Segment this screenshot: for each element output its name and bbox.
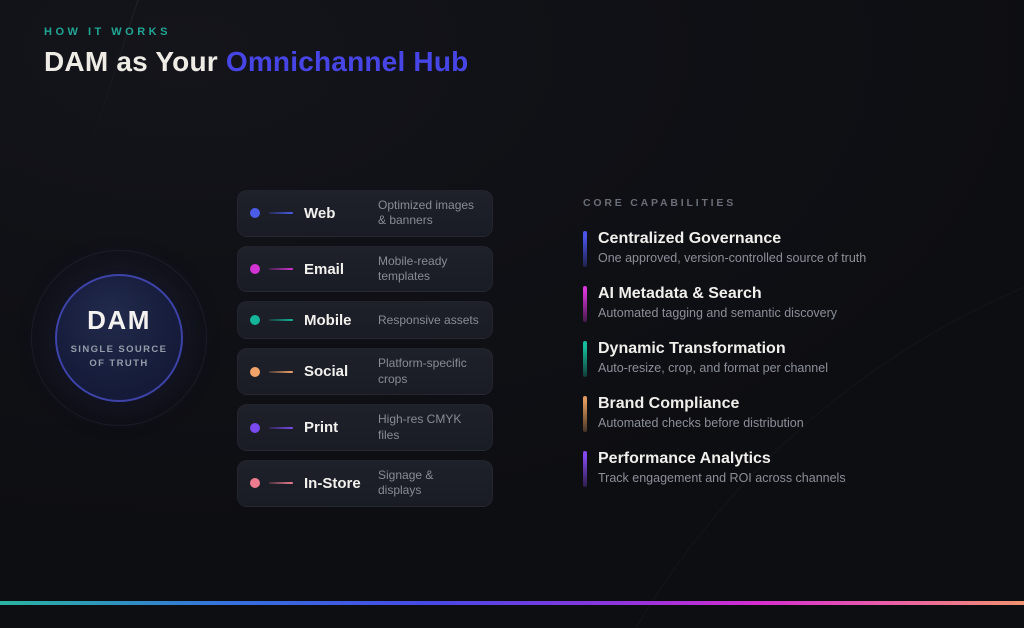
channel-pulse-line (269, 482, 293, 485)
hub-label: DAM (87, 304, 151, 335)
channel-pulse-line (269, 212, 293, 215)
capability-description: Automated checks before distribution (598, 416, 804, 431)
hub-circle: DAM SINGLE SOURCE OF TRUTH (55, 274, 183, 402)
capability-item: Centralized Governance One approved, ver… (583, 229, 903, 267)
channel-list: Web Optimized images & banners Email Mob… (237, 190, 493, 507)
capability-description: Automated tagging and semantic discovery (598, 306, 838, 321)
bottom-gradient-rule (0, 601, 1024, 605)
capability-title: Centralized Governance (598, 230, 782, 247)
channel-description: Optimized images & banners (378, 198, 475, 228)
channel-card: Social Platform-specific crops (237, 348, 493, 396)
channel-description: Platform-specific crops (378, 356, 467, 386)
capability-title: Brand Compliance (598, 395, 740, 412)
channel-pulse-line (269, 319, 293, 322)
capability-item: AI Metadata & Search Automated tagging a… (583, 284, 903, 322)
capability-accent-bar (583, 341, 587, 377)
channel-dot (250, 478, 260, 489)
capability-accent-bar (583, 451, 587, 487)
channel-description: Signage & displays (378, 467, 434, 498)
channel-name: Social (304, 363, 349, 381)
capability-title: Performance Analytics (598, 450, 771, 467)
channel-card: Email Mobile-ready templates (237, 245, 493, 293)
page-title-accent: Omnichannel Hub (225, 46, 469, 77)
channel-pulse-line (269, 370, 293, 373)
channel-dot (250, 422, 260, 433)
page-title-spacer (218, 46, 226, 77)
channel-name: In-Store (304, 474, 361, 492)
hub-sublabel: SINGLE SOURCE OF TRUTH (70, 343, 168, 369)
channel-description: Mobile-ready templates (378, 253, 448, 284)
capabilities-heading: CORE CAPABILITIES (583, 197, 736, 209)
page-title-plain: DAM as Your (44, 46, 218, 77)
channel-card: Print High-res CMYK files (237, 404, 493, 451)
hub-outer-ring (31, 250, 207, 426)
channel-card: In-Store Signage & displays (237, 459, 493, 507)
channel-description: Responsive assets (378, 312, 479, 327)
channel-dot (250, 264, 260, 275)
capability-text: AI Metadata & Search Automated tagging a… (598, 284, 837, 322)
capability-description: One approved, version-controlled source … (598, 251, 867, 266)
capability-accent-bar (583, 231, 587, 267)
channel-pulse-line (269, 268, 293, 271)
channel-name: Print (304, 419, 339, 437)
capability-accent-bar (583, 286, 587, 322)
capability-accent-bar (583, 396, 587, 432)
eyebrow-label: HOW IT WORKS (44, 26, 171, 38)
capability-text: Brand Compliance Automated checks before… (598, 394, 804, 432)
capability-title: Dynamic Transformation (598, 340, 786, 357)
capability-description: Auto-resize, crop, and format per channe… (598, 361, 828, 376)
channel-name: Email (304, 260, 345, 278)
channel-dot (250, 315, 260, 326)
capabilities-section: CORE CAPABILITIES Centralized Governance… (583, 197, 903, 504)
capability-text: Centralized Governance One approved, ver… (598, 229, 866, 267)
capabilities-list: Centralized Governance One approved, ver… (583, 229, 903, 487)
capability-item: Dynamic Transformation Auto-resize, crop… (583, 339, 903, 377)
channel-dot (250, 208, 260, 219)
capability-text: Dynamic Transformation Auto-resize, crop… (598, 339, 828, 377)
capability-description: Track engagement and ROI across channels (598, 471, 846, 486)
page-title: DAM as Your Omnichannel Hub (44, 46, 468, 78)
channel-pulse-line (269, 426, 293, 429)
capability-text: Performance Analytics Track engagement a… (598, 449, 846, 487)
channel-card: Mobile Responsive assets (237, 301, 493, 340)
channel-name: Mobile (304, 311, 352, 329)
capability-item: Performance Analytics Track engagement a… (583, 449, 903, 487)
channel-card: Web Optimized images & banners (237, 190, 493, 237)
channel-name: Web (304, 204, 336, 222)
channel-description: High-res CMYK files (378, 412, 462, 442)
capability-item: Brand Compliance Automated checks before… (583, 394, 903, 432)
channel-dot (250, 366, 260, 377)
capability-title: AI Metadata & Search (598, 285, 762, 302)
